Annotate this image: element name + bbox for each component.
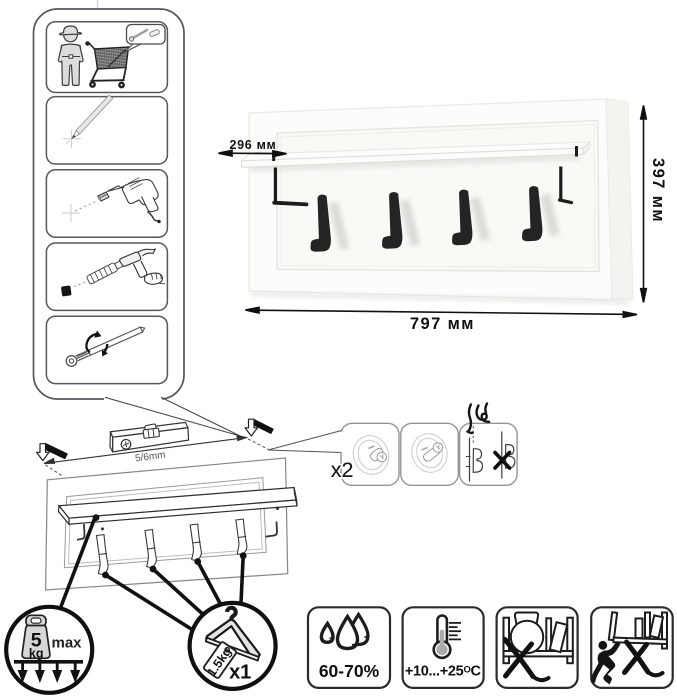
svg-text:kg: kg	[29, 647, 44, 661]
svg-text:5/6mm: 5/6mm	[134, 450, 166, 465]
svg-text:397 мм: 397 мм	[649, 158, 667, 223]
svg-text:797 мм: 797 мм	[410, 315, 475, 333]
svg-text:5: 5	[31, 630, 42, 652]
svg-text:x2: x2	[331, 458, 354, 482]
svg-text:max: max	[51, 635, 82, 652]
svg-text:+10...+25OC: +10...+25OC	[405, 664, 482, 680]
svg-text:60-70%: 60-70%	[319, 661, 380, 681]
svg-text:x1: x1	[229, 662, 251, 684]
svg-text:296 мм: 296 мм	[229, 138, 276, 152]
svg-text:x2: x2	[331, 458, 354, 482]
